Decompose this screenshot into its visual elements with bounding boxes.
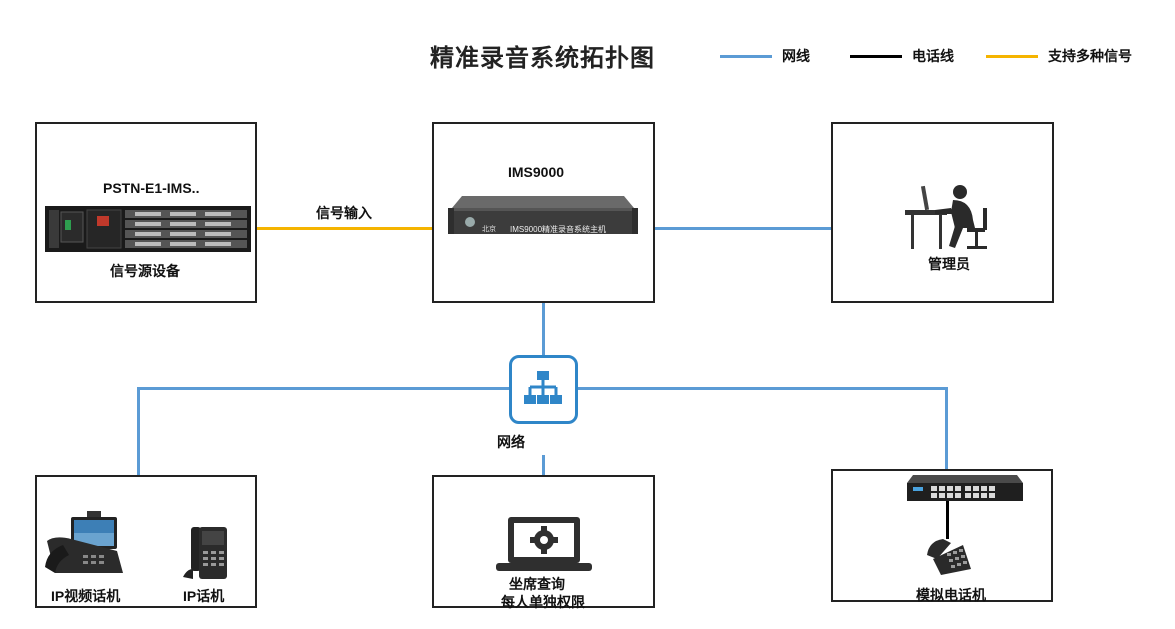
- host-panel-text: IMS9000精准录音系统主机: [510, 225, 607, 234]
- admin-at-desk-icon: [905, 185, 987, 249]
- rack-server-icon: [448, 196, 638, 234]
- host-model: IMS9000: [508, 164, 565, 180]
- network-bus-left: [137, 387, 510, 390]
- drop-ip-phones: [137, 387, 140, 475]
- agent-label-line1: 坐席查询: [509, 576, 565, 592]
- admin-box: 管理员: [831, 122, 1054, 303]
- network-bus-right: [578, 387, 948, 390]
- legend-signal-swatch: [986, 55, 1038, 58]
- telephone-line: [946, 501, 949, 539]
- agent-label-line2: 每人单独权限: [501, 594, 585, 610]
- legend-lan-swatch: [720, 55, 772, 58]
- diagram-title: 精准录音系统拓扑图: [430, 43, 655, 72]
- admin-label: 管理员: [928, 256, 970, 272]
- legend-phone-label: 电话线: [912, 48, 954, 64]
- host-switch-wire: [542, 303, 545, 355]
- phone-gateway-icon: [907, 475, 1023, 501]
- source-device-label: 信号源设备: [110, 263, 180, 279]
- drop-agent: [542, 455, 545, 476]
- signal-input-wire: [257, 227, 433, 230]
- legend-lan-label: 网线: [782, 48, 810, 64]
- source-device-box: PSTN-E1-IMS.. 信号源设备: [35, 122, 257, 303]
- analog-phone-label: 模拟电话机: [916, 587, 986, 603]
- host-brand: 北京: [482, 226, 496, 233]
- network-switch-icon: [509, 355, 578, 424]
- ip-phones-box: IP视频话机 IP话机: [35, 475, 257, 608]
- recording-host-box: IMS9000 北京 IMS9000精准录音系统主机: [432, 122, 655, 303]
- legend-signal-label: 支持多种信号: [1048, 48, 1132, 64]
- desk-phone-icon: [927, 539, 971, 575]
- network-label: 网络: [497, 434, 525, 450]
- analog-phone-box: 模拟电话机: [831, 469, 1053, 603]
- agent-box: 坐席查询 每人单独权限: [432, 475, 655, 610]
- signal-input-label: 信号输入: [316, 205, 372, 221]
- video-phone-icon: [45, 511, 123, 573]
- ip-phone-icon: [183, 527, 227, 579]
- legend-phone-swatch: [850, 55, 902, 58]
- source-device-model: PSTN-E1-IMS..: [103, 180, 200, 196]
- host-admin-wire: [655, 227, 832, 230]
- video-phone-label: IP视频话机: [51, 588, 121, 604]
- pstn-gateway-icon: [45, 206, 251, 252]
- ip-phone-label: IP话机: [183, 588, 225, 604]
- laptop-settings-icon: [496, 517, 592, 571]
- drop-analog: [945, 387, 948, 470]
